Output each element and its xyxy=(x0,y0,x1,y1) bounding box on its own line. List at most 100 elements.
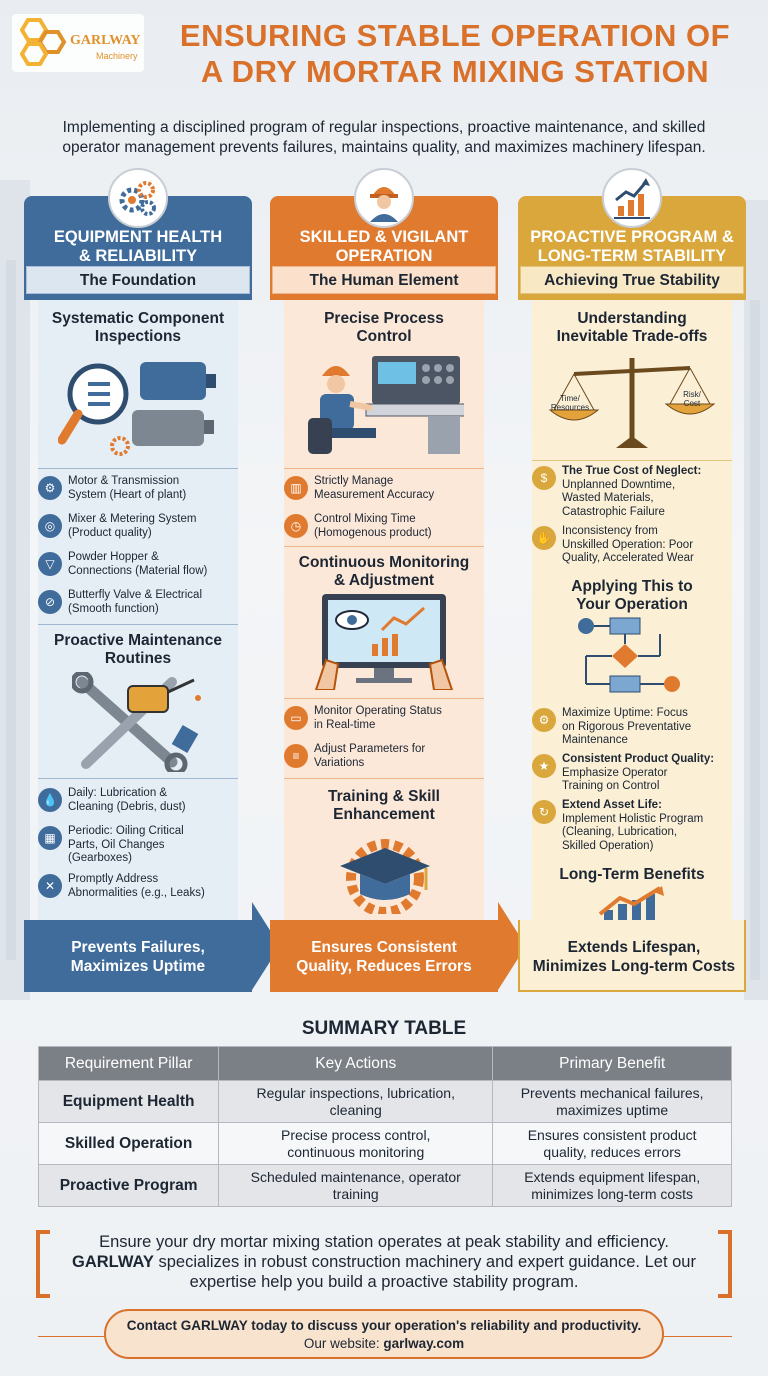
cell-line: Extends equipment lifespan, xyxy=(524,1168,701,1185)
website-link[interactable]: garlway.com xyxy=(383,1336,465,1351)
graduation-cap-gear-illustration xyxy=(340,839,430,914)
item-line: Powder Hopper & xyxy=(68,551,159,563)
section-title-line-1: Systematic Component xyxy=(51,310,225,327)
cta-text: specializes in robust construction machi… xyxy=(153,1253,696,1271)
section-title: Continuous Monitoring & Adjustment xyxy=(284,554,484,590)
thumbs-down-icon: ✋ xyxy=(532,526,556,550)
column-title-line-2: & RELIABILITY xyxy=(78,247,198,265)
item-line: Connections (Material flow) xyxy=(68,564,208,577)
column-title-line-1: SKILLED & VIGILANT xyxy=(299,228,469,246)
item-line: Cleaning (Debris, dust) xyxy=(68,800,186,813)
item-line: Unplanned Downtime, xyxy=(562,478,676,491)
item-line: (Gearboxes) xyxy=(68,852,132,864)
footer-line-2: Minimizes Long-term Costs xyxy=(532,958,736,975)
column-footer: Ensures Consistent Quality, Reduces Erro… xyxy=(270,920,498,992)
item-line: Emphasize Operator xyxy=(562,766,668,779)
column-title-line-2: OPERATION xyxy=(335,247,433,265)
item-line: Butterfly Valve & Electrical xyxy=(68,589,203,601)
cta-line: Ensure your dry mortar mixing station op… xyxy=(99,1233,669,1251)
item-line: Catastrophic Failure xyxy=(562,505,665,518)
scale-right-label-line: Cost xyxy=(683,399,701,408)
title-line-1: ENSURING STABLE OPERATION OF xyxy=(179,18,731,53)
growth-bars-icon xyxy=(598,886,664,926)
list-item: ↻ Extend Asset Life:Implement Holistic P… xyxy=(532,799,732,858)
item-line: Motor & Transmission xyxy=(68,475,180,487)
motor-icon: ⚙ xyxy=(38,476,62,500)
scale-chart-icon: ▥ xyxy=(284,476,308,500)
valve-icon: ⊘ xyxy=(38,590,62,614)
section-title: Understanding Inevitable Trade-offs xyxy=(532,310,732,346)
list-item: ⊘ Butterfly Valve & Electrical(Smooth fu… xyxy=(38,589,238,624)
section-title-line-1: Training & Skill xyxy=(328,788,440,805)
section-title-line-1: Continuous Monitoring xyxy=(298,554,470,571)
left-bracket-decoration xyxy=(36,1230,50,1298)
summary-table-title: SUMMARY TABLE xyxy=(301,1018,467,1039)
operator-control-panel-illustration xyxy=(308,356,464,454)
item-line: in Real-time xyxy=(314,718,376,731)
cell-line: cleaning xyxy=(329,1101,382,1118)
timer-icon: ◷ xyxy=(284,514,308,538)
cell-line: minimizes long-term costs xyxy=(531,1185,694,1202)
contact-banner[interactable]: Contact GARLWAY today to discuss your op… xyxy=(104,1309,664,1359)
table-cell-benefit: Extends equipment lifespan,minimizes lon… xyxy=(492,1164,732,1207)
cta-line: GARLWAY specializes in robust constructi… xyxy=(58,1252,710,1272)
cell-line: Regular inspections, lubrication, xyxy=(256,1084,455,1101)
column-footer: Prevents Failures, Maximizes Uptime xyxy=(24,920,252,992)
column-title: EQUIPMENT HEALTH & RELIABILITY xyxy=(24,228,252,266)
item-line: Daily: Lubrication & xyxy=(68,787,168,799)
section-title-line-1: Precise Process xyxy=(324,310,444,327)
item-line: Unskilled Operation: Poor xyxy=(562,538,694,551)
item-line: System (Heart of plant) xyxy=(68,488,187,501)
item-line: The True Cost of Neglect: xyxy=(562,465,702,477)
item-line: Parts, Oil Changes xyxy=(68,838,165,851)
quality-icon: ★ xyxy=(532,754,556,778)
item-line: Inconsistency from xyxy=(562,525,658,537)
list-item: ◷ Control Mixing Time(Homogenous product… xyxy=(284,513,484,548)
section-title-line-1: Proactive Maintenance xyxy=(54,632,222,649)
section-title-line-2: Inevitable Trade-offs xyxy=(556,328,708,345)
footer-line-2: Maximizes Uptime xyxy=(70,958,206,975)
process-flowchart-illustration xyxy=(578,617,680,693)
column-skilled-operation: SKILLED & VIGILANT OPERATION The Human E… xyxy=(270,168,498,992)
column-title-line-1: EQUIPMENT HEALTH xyxy=(53,228,223,246)
column-title: SKILLED & VIGILANT OPERATION xyxy=(270,228,498,266)
page-title: ENSURING STABLE OPERATION OF A DRY MORTA… xyxy=(150,18,760,90)
table-row: Equipment Health Regular inspections, lu… xyxy=(37,1080,732,1123)
item-line: (Product quality) xyxy=(68,526,152,539)
wrench-oilcan-illustration xyxy=(72,672,201,772)
column-title-line-1: PROACTIVE PROGRAM & xyxy=(530,228,734,246)
item-line: Maintenance xyxy=(562,734,628,746)
title-line-2: A DRY MORTAR MIXING STATION xyxy=(200,54,710,89)
item-line: Consistent Product Quality: xyxy=(562,753,715,765)
website-label: Our website: xyxy=(303,1336,384,1351)
column-body: Precise Process Control ▥ Strictly Manag… xyxy=(284,300,484,920)
scale-right-label: Risk/ Cost xyxy=(670,390,714,408)
brand-tagline: Machinery xyxy=(96,51,138,61)
table-cell-pillar: Equipment Health xyxy=(37,1080,220,1123)
footer-line-1: Prevents Failures, xyxy=(71,939,205,956)
item-line: (Cleaning, Lubrication, xyxy=(562,826,678,838)
call-to-action-text: Ensure your dry mortar mixing station op… xyxy=(58,1232,710,1292)
section-title-line-1: Applying This to xyxy=(571,578,693,595)
section-title-line-1: Understanding xyxy=(577,310,687,327)
section-title-line-2: Inspections xyxy=(94,328,182,345)
item-line: (Homogenous product) xyxy=(314,526,432,539)
item-line: Extend Asset Life: xyxy=(562,799,662,811)
table-header-cell: Primary Benefit xyxy=(492,1046,732,1081)
right-bracket-decoration xyxy=(718,1230,732,1298)
brand-logo[interactable]: GARLWAY Machinery xyxy=(12,14,144,72)
section-divider xyxy=(38,624,238,625)
table-cell-actions: Precise process control,continuous monit… xyxy=(218,1122,494,1165)
column-body: Understanding Inevitable Trade-offs Time… xyxy=(532,300,732,926)
cell-line: Scheduled maintenance, operator xyxy=(250,1168,461,1185)
section-title: Long-Term Benefits xyxy=(559,866,705,883)
mixer-icon: ◎ xyxy=(38,514,62,538)
column-subtitle: Achieving True Stability xyxy=(520,266,744,294)
tools-icon: ✕ xyxy=(38,874,62,898)
item-line: (Smooth function) xyxy=(68,602,159,615)
balance-scale-icon xyxy=(548,358,716,448)
scale-left-label-line: Resources xyxy=(550,403,590,412)
